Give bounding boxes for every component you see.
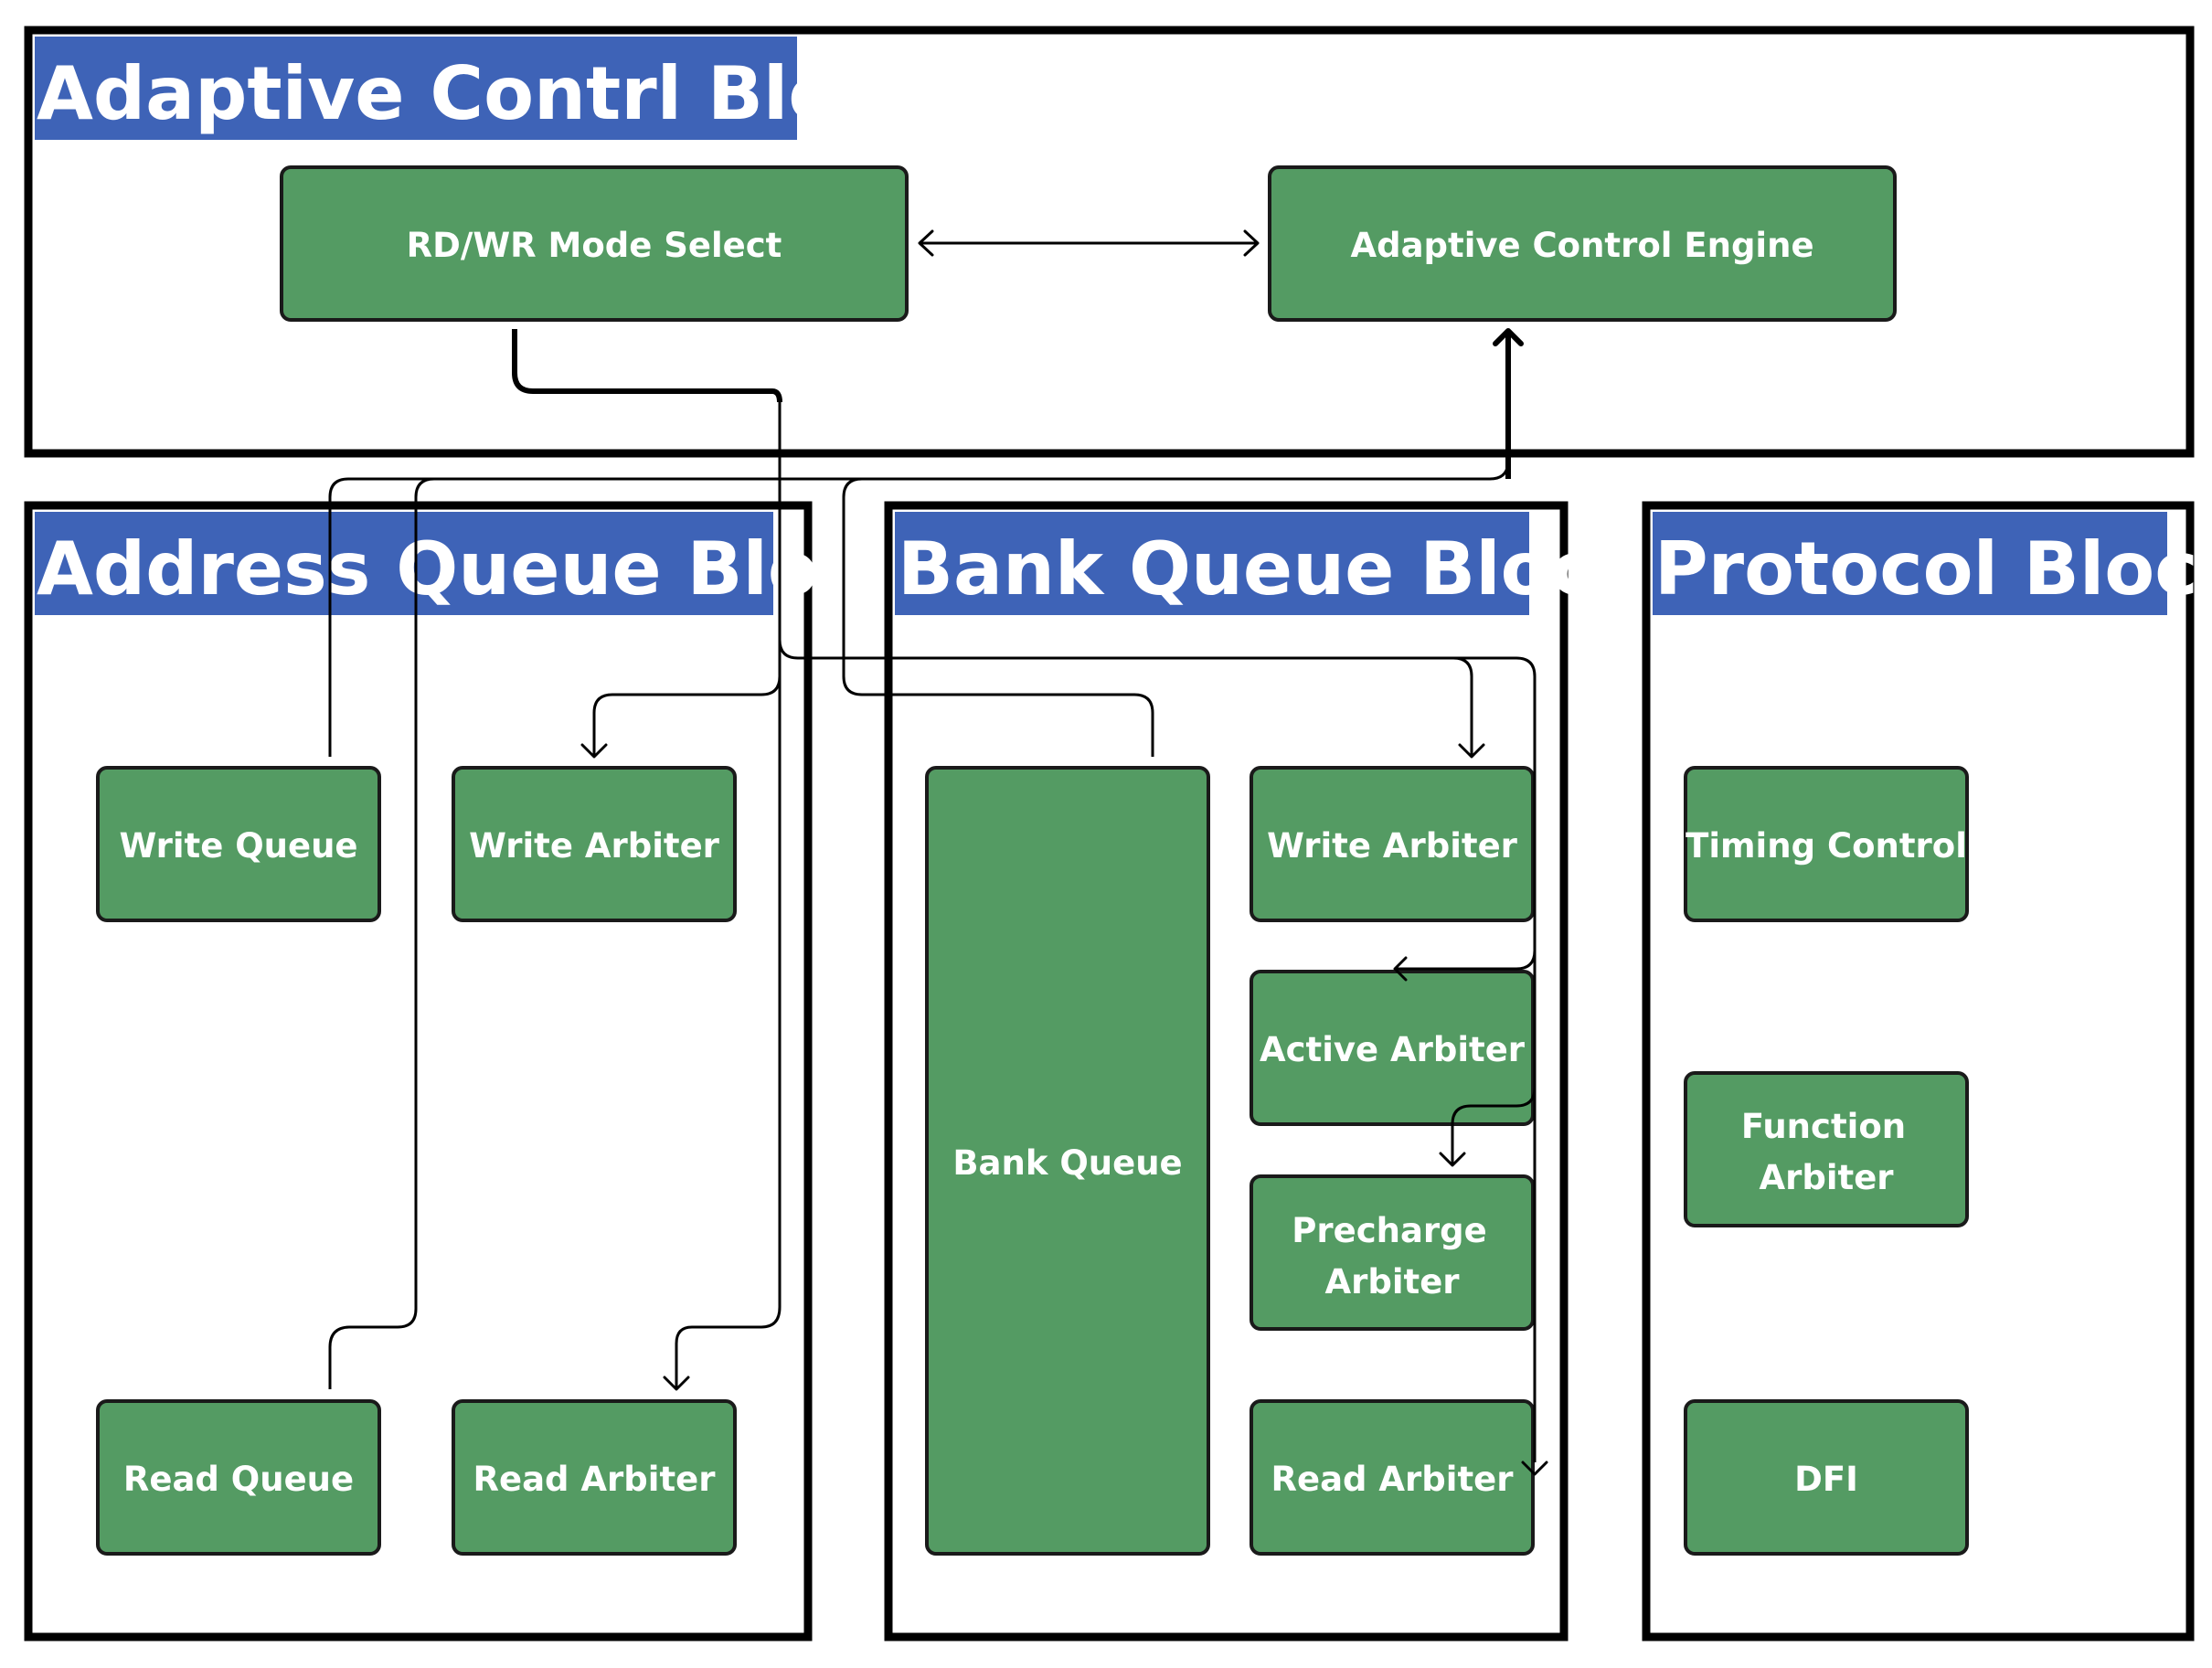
bq-precharge-arbiter-label-line2: Arbiter [1324, 1262, 1460, 1301]
active-to-precharge-arbiter [1451, 1042, 1537, 1165]
adaptive-control-engine-label: Adaptive Control Engine [1350, 226, 1813, 265]
protocol-block-title-bg [1653, 512, 2167, 615]
pb-dfi-label: DFI [1794, 1460, 1858, 1499]
pb-function-arbiter-box[interactable]: Function Arbiter [1684, 1071, 1969, 1227]
rdwr-to-bank-arbiters [778, 639, 1537, 1462]
bq-active-arbiter-arrowhead [1393, 956, 1408, 982]
aq-write-queue-feedback [328, 460, 1510, 757]
aq-read-arbiter-box[interactable]: Read Arbiter [452, 1399, 737, 1556]
aq-read-arbiter-arrowhead [663, 1376, 690, 1391]
bq-write-arbiter-arrowhead [1458, 743, 1485, 759]
aq-write-arbiter-arrowhead [580, 743, 608, 759]
pb-timing-control-box[interactable]: Timing Control [1684, 766, 1969, 922]
engine-side-arrowhead [1243, 229, 1260, 257]
bq-active-arbiter-box[interactable]: Active Arbiter [1250, 970, 1535, 1126]
rdwr-to-aq-write-arbiter [592, 675, 782, 757]
bank-block-title: Bank Queue Block [898, 526, 1644, 611]
aq-read-arbiter-label: Read Arbiter [473, 1460, 717, 1499]
bq-bank-queue-label: Bank Queue [952, 1143, 1182, 1183]
engine-feedback-arrowhead [1493, 328, 1524, 346]
connections [328, 229, 1548, 1476]
rdwr-to-bq-write-arbiter [1452, 656, 1473, 757]
aq-write-arbiter-box[interactable]: Write Arbiter [452, 766, 737, 922]
address-block-title-bg [35, 512, 773, 615]
bus-to-active-arbiter [1395, 950, 1537, 971]
aq-write-queue-box[interactable]: Write Queue [96, 766, 381, 922]
protocol-block-title: Protocol Block [1654, 526, 2212, 611]
protocol-block: Protocol Block Timing Control Function A… [1642, 501, 2212, 1641]
adaptive-control-engine-box[interactable]: Adaptive Control Engine [1268, 165, 1897, 322]
aq-read-queue-label: Read Queue [123, 1460, 354, 1499]
bq-precharge-arbiter-label-line1: Precharge [1292, 1211, 1487, 1250]
bq-read-arbiter-label: Read Arbiter [1271, 1460, 1515, 1499]
aq-write-queue-label: Write Queue [119, 826, 357, 866]
pb-function-arbiter-label-line1: Function [1741, 1107, 1906, 1146]
rdwr-output-wire-thick [512, 329, 782, 403]
address-block-title: Address Queue Block [37, 526, 911, 611]
bq-bank-queue-box[interactable]: Bank Queue [925, 766, 1210, 1556]
bank-queue-block: Bank Queue Block Bank Queue Write Arbite… [884, 501, 1644, 1641]
rdwr-side-arrowhead [918, 229, 934, 257]
adaptive-block-title: Adaptive Contrl Block [37, 51, 932, 136]
aq-write-arbiter-label: Write Arbiter [469, 826, 720, 866]
bq-write-arbiter-box[interactable]: Write Arbiter [1250, 766, 1535, 922]
rdwr-mode-select-box[interactable]: RD/WR Mode Select [280, 165, 909, 322]
adaptive-block-title-bg [35, 37, 797, 140]
bank-queue-feedback [842, 477, 1154, 757]
pb-timing-control-label: Timing Control [1686, 826, 1967, 866]
bq-read-arbiter-box[interactable]: Read Arbiter [1250, 1399, 1535, 1556]
aq-read-queue-box[interactable]: Read Queue [96, 1399, 381, 1556]
pb-function-arbiter-label-line2: Arbiter [1759, 1158, 1894, 1197]
aq-read-queue-feedback [328, 477, 435, 1389]
bq-active-arbiter-label: Active Arbiter [1260, 1030, 1526, 1069]
bank-block-title-bg [895, 512, 1529, 615]
bq-precharge-arbiter-box[interactable]: Precharge Arbiter [1250, 1174, 1535, 1331]
bq-read-arbiter-arrowhead [1521, 1461, 1548, 1476]
rdwr-mode-select-label: RD/WR Mode Select [407, 226, 782, 265]
bq-write-arbiter-label: Write Arbiter [1267, 826, 1518, 866]
rdwr-bus-trunk [675, 402, 782, 1389]
pb-dfi-box[interactable]: DFI [1684, 1399, 1969, 1556]
adaptive-control-block: Adaptive Contrl Block RD/WR Mode Select … [24, 26, 2195, 458]
bq-precharge-arbiter-arrowhead [1439, 1152, 1466, 1167]
